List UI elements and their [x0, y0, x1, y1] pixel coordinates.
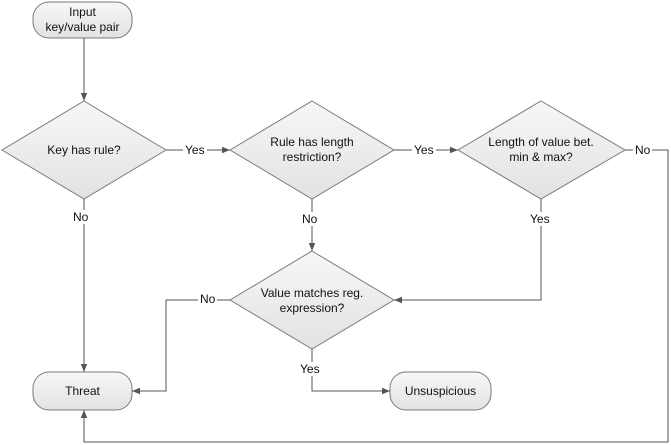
input-terminator — [32, 1, 133, 39]
unsuspicious-label: Unsuspicious — [404, 384, 477, 398]
edge-regex-no — [132, 299, 230, 395]
edge-label-length-between-no: No — [633, 143, 653, 157]
edge-length-between-yes — [394, 199, 542, 304]
input-label: Input key/value pair — [45, 5, 120, 34]
key-has-rule-label: Key has rule? — [47, 143, 121, 157]
edge-label-key-rule-no: No — [71, 210, 91, 224]
edge-label-length-between-yes: Yes — [528, 212, 552, 226]
length-between-label: Length of value bet. min & max? — [488, 135, 594, 164]
edge-label-regex-no: No — [198, 292, 218, 306]
threat-label: Threat — [65, 384, 100, 398]
edge-label-length-restriction-no: No — [300, 212, 320, 226]
edge-label-regex-yes: Yes — [298, 362, 322, 376]
edge-label-key-rule-yes: Yes — [183, 143, 207, 157]
value-matches-label: Value matches reg. expression? — [260, 286, 364, 315]
edge-label-length-restriction-yes: Yes — [412, 143, 436, 157]
rule-has-length-label: Rule has length restriction? — [270, 135, 354, 164]
edge-regex-yes — [311, 349, 390, 395]
edge-length-between-no — [80, 149, 669, 443]
